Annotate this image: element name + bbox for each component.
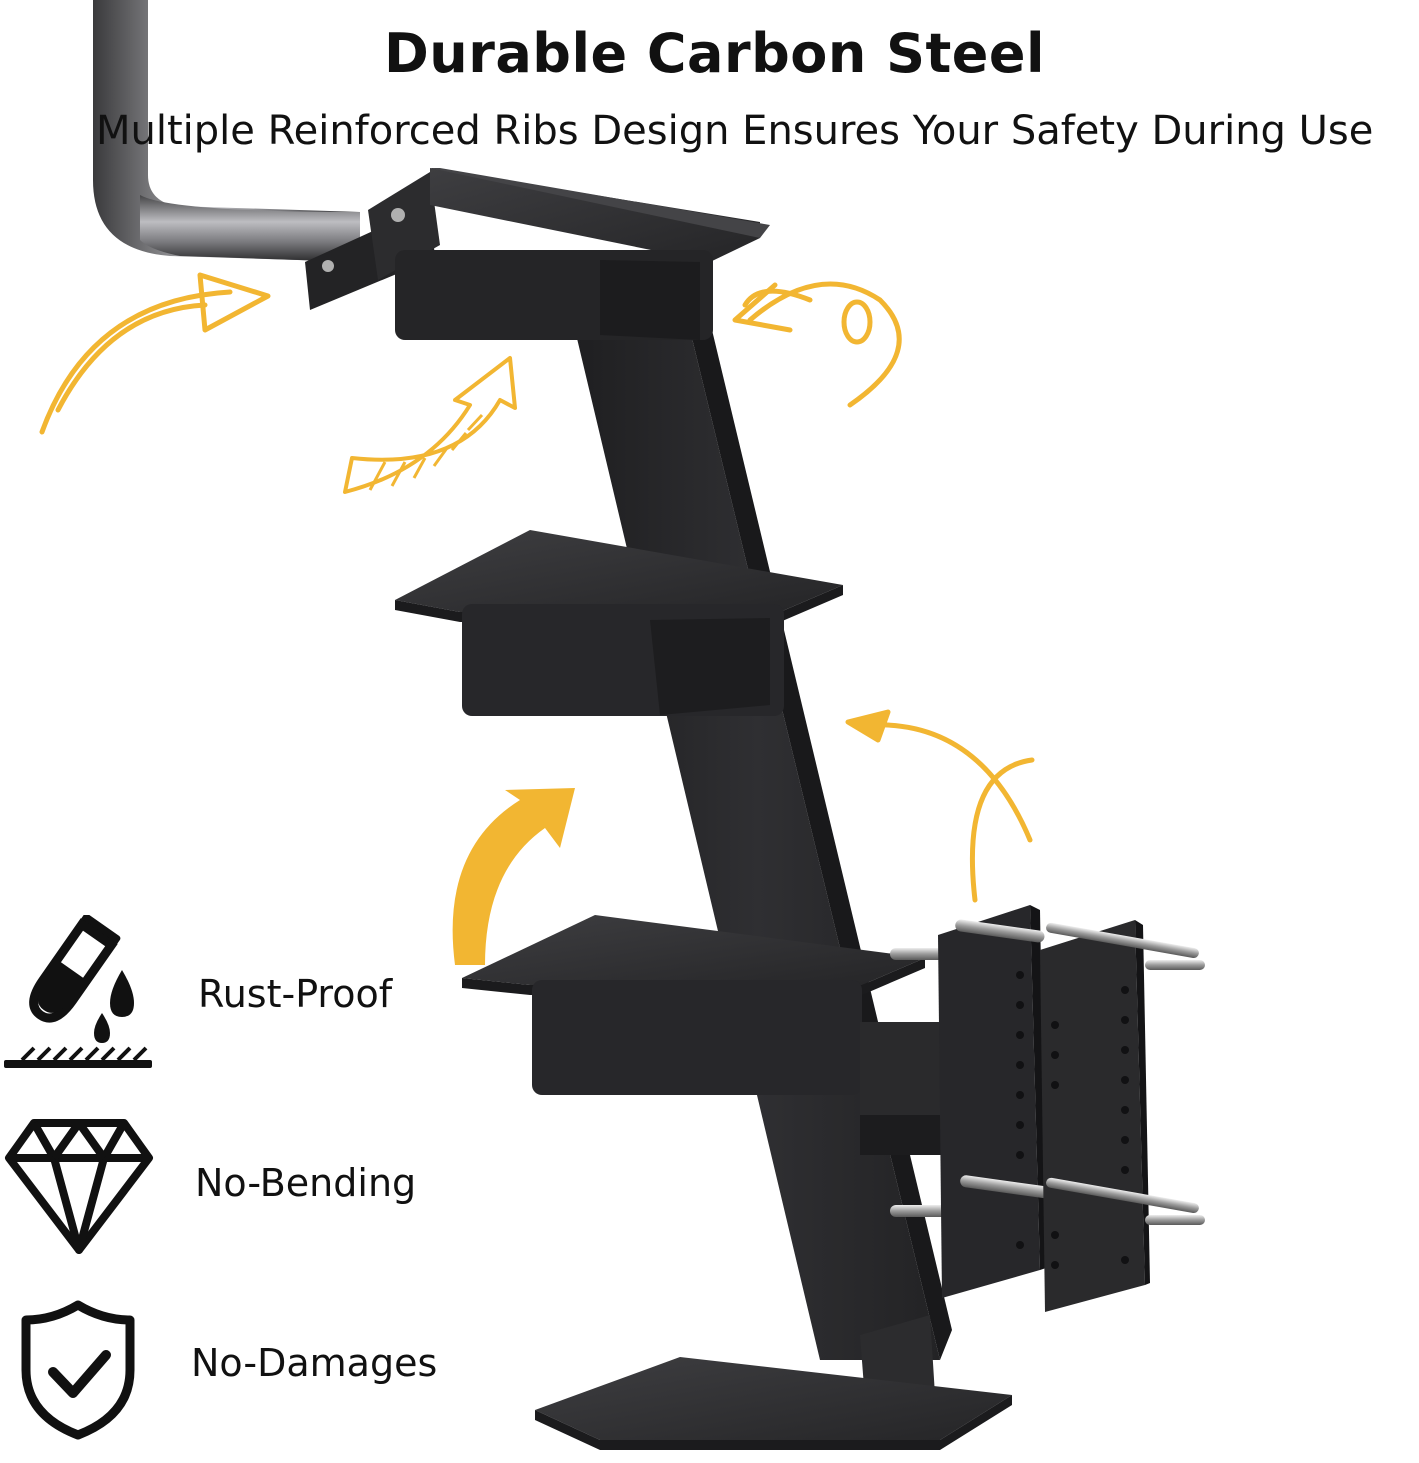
rust-proof-icon [4, 915, 152, 1068]
solid-arrow [452, 788, 575, 965]
mounting-brackets [890, 905, 1205, 1312]
handle-tube [93, 0, 360, 262]
diamond-icon [5, 1119, 153, 1254]
shield-check-icon [21, 1300, 135, 1440]
feature-rust-proof: Rust-Proof [198, 972, 393, 1016]
foot-plate [535, 1315, 1012, 1450]
striped-arrow [343, 356, 517, 494]
page-title: Durable Carbon Steel [383, 22, 1046, 85]
feature-no-damages: No-Damages [191, 1341, 438, 1385]
feature-no-bending: No-Bending [195, 1161, 417, 1205]
accent-arrows [39, 272, 1035, 903]
page-subtitle: Multiple Reinforced Ribs Design Ensures … [96, 108, 1374, 154]
middle-step [395, 530, 843, 716]
top-step [305, 168, 770, 340]
